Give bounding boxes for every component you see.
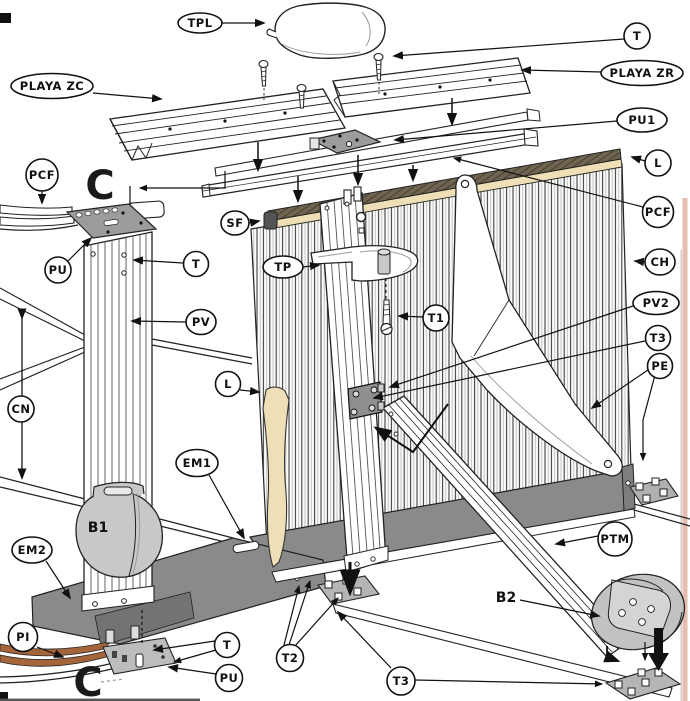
- svg-text:T1: T1: [428, 311, 445, 325]
- svg-text:EM2: EM2: [18, 543, 47, 557]
- callout-t-left: T: [182, 250, 210, 278]
- svg-text:PV: PV: [192, 315, 210, 329]
- callout-t2: T2: [275, 643, 305, 673]
- curved-top-rail-left: [0, 204, 79, 231]
- assembly-arrows: [129, 98, 649, 663]
- callout-l-right: L: [644, 149, 672, 177]
- page-edge-artifacts: [0, 13, 688, 701]
- l-strip-left-edge: [262, 386, 290, 568]
- mark-c-top: C: [85, 163, 114, 209]
- svg-text:EM1: EM1: [183, 456, 212, 470]
- mark-c-bottom: C: [73, 660, 102, 701]
- svg-text:PI: PI: [16, 630, 30, 644]
- svg-text:PLAYA ZR: PLAYA ZR: [610, 66, 675, 80]
- svg-text:L: L: [654, 156, 662, 170]
- screw-t-left: [258, 59, 269, 100]
- screw-t-mid: [296, 83, 307, 109]
- callout-pcf-right: PCF: [641, 195, 675, 229]
- callout-playa-zr: PLAYA ZR: [600, 59, 684, 87]
- svg-text:T3: T3: [650, 331, 667, 345]
- mark-b1: B1: [88, 520, 108, 536]
- svg-text:T: T: [192, 257, 200, 271]
- svg-text:TPL: TPL: [187, 16, 212, 30]
- callout-l-left: L: [214, 370, 242, 398]
- svg-text:PU1: PU1: [628, 113, 655, 127]
- callout-em1: EM1: [175, 448, 219, 478]
- mark-b2: B2: [496, 590, 516, 606]
- b2-base-shoe: [590, 573, 686, 651]
- callout-pi: PI: [7, 621, 39, 653]
- playa-zc-rail: [108, 88, 347, 161]
- bracket-right-mid: [629, 477, 679, 506]
- callout-pv2: PV2: [632, 290, 680, 316]
- callout-t3-bottom: T3: [386, 666, 416, 696]
- svg-text:PU: PU: [49, 263, 68, 277]
- svg-text:SF: SF: [226, 216, 243, 230]
- callout-tp: TP: [262, 255, 304, 279]
- callout-sf: SF: [220, 210, 250, 236]
- pu1-plate: [309, 129, 382, 154]
- svg-text:CN: CN: [11, 402, 30, 416]
- playa-zr-rail: [332, 57, 531, 118]
- ptm-rail: [381, 395, 629, 658]
- svg-text:PCF: PCF: [645, 205, 671, 219]
- svg-text:T: T: [223, 638, 231, 652]
- svg-text:PE: PE: [651, 359, 668, 373]
- callout-pcf-left: PCF: [25, 158, 59, 192]
- existing-wall-lines: [0, 287, 690, 545]
- top-rail-sf: [201, 128, 539, 198]
- svg-text:PTM: PTM: [600, 532, 629, 546]
- svg-text:PU: PU: [220, 671, 239, 685]
- big-down-arrow: [648, 628, 669, 671]
- screw-t-right: [373, 52, 384, 94]
- callouts: TPL T PLAYA ZC PLAYA ZR PU1 L PCF CH PV2…: [7, 12, 684, 696]
- callout-pu-top: PU: [44, 256, 72, 284]
- callout-em2: EM2: [11, 536, 53, 564]
- bracket-bottom-right: [604, 667, 682, 700]
- callout-t-bottom: T: [213, 631, 241, 659]
- svg-text:L: L: [224, 377, 232, 391]
- svg-text:PCF: PCF: [29, 168, 55, 182]
- callout-tpl: TPL: [177, 12, 223, 34]
- tpl-top-cap: [266, 2, 386, 59]
- bottom-rail-long: [332, 603, 673, 698]
- pu-top-plate: [65, 200, 165, 239]
- callout-t1: T1: [422, 304, 450, 332]
- b1-base-shoe: [75, 481, 163, 578]
- svg-text:CH: CH: [650, 255, 669, 269]
- svg-text:TP: TP: [274, 260, 291, 274]
- pe-brace-blade: [451, 174, 623, 477]
- callout-pv: PV: [185, 308, 217, 336]
- tp-seat-bracket: [310, 245, 419, 282]
- svg-text:T2: T2: [282, 651, 299, 665]
- svg-text:T3: T3: [393, 674, 410, 688]
- callout-t-top: T: [623, 22, 651, 50]
- svg-text:PLAYA ZC: PLAYA ZC: [20, 79, 84, 93]
- callout-t3-right: T3: [644, 324, 672, 352]
- callout-cn: CN: [7, 395, 35, 423]
- leader-lines: [36, 18, 656, 688]
- pv2-bracket: [347, 381, 385, 420]
- svg-text:PV2: PV2: [643, 296, 670, 310]
- callout-ch: CH: [644, 248, 676, 276]
- svg-text:T: T: [633, 29, 641, 43]
- callout-ptm: PTM: [597, 521, 633, 557]
- callout-pu1: PU1: [616, 107, 668, 133]
- callout-pu-bottom: PU: [214, 663, 244, 693]
- part-marks: C C B1 B2: [73, 163, 516, 701]
- t1-screw: [380, 278, 393, 336]
- callout-pe: PE: [646, 352, 674, 380]
- callout-playa-zc: PLAYA ZC: [10, 72, 94, 100]
